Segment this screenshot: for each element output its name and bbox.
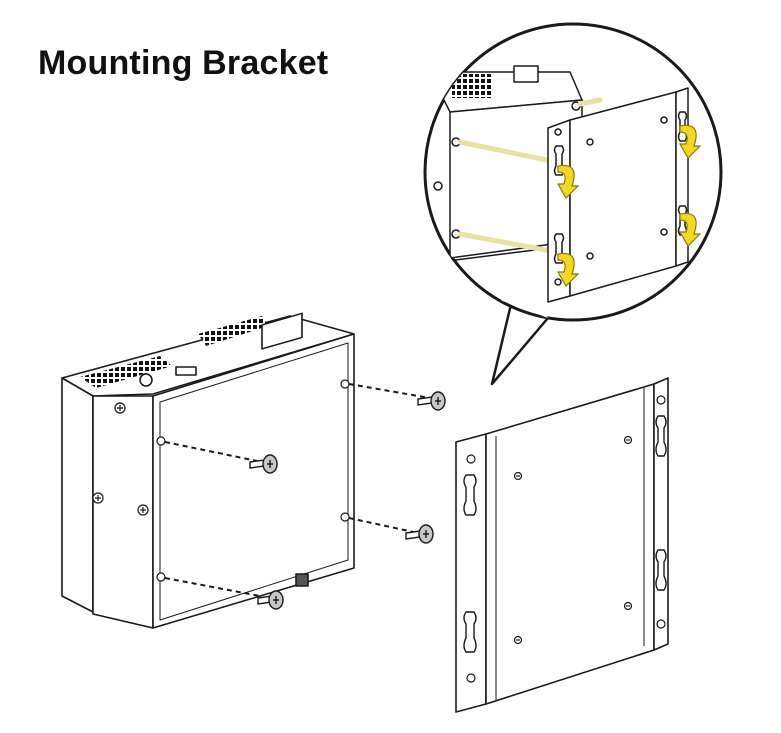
device-chassis <box>61 312 355 629</box>
side-screws <box>92 402 149 516</box>
power-knob <box>139 373 153 387</box>
vent-right <box>198 316 268 346</box>
bracket-plate <box>485 383 655 705</box>
detail-bracket-plate <box>569 91 677 297</box>
curved-arrow-icon <box>556 124 702 287</box>
screw-icon <box>405 524 434 544</box>
vent-left <box>80 356 172 388</box>
usb-port <box>175 366 197 376</box>
keyhole-slot-icon <box>463 415 667 653</box>
chassis-face <box>152 333 355 629</box>
screw-icon <box>249 454 278 474</box>
detail-callout <box>423 22 723 386</box>
mounting-bracket <box>455 377 669 713</box>
foot <box>295 573 309 587</box>
detail-guide-lines <box>457 97 603 255</box>
screw-icon <box>417 391 446 411</box>
screw-icon <box>257 590 284 610</box>
chassis-left-side <box>61 377 94 613</box>
screw-guide-lines <box>164 383 431 597</box>
port-block <box>261 312 303 350</box>
screws <box>249 391 446 610</box>
page-title: Mounting Bracket <box>38 44 329 82</box>
